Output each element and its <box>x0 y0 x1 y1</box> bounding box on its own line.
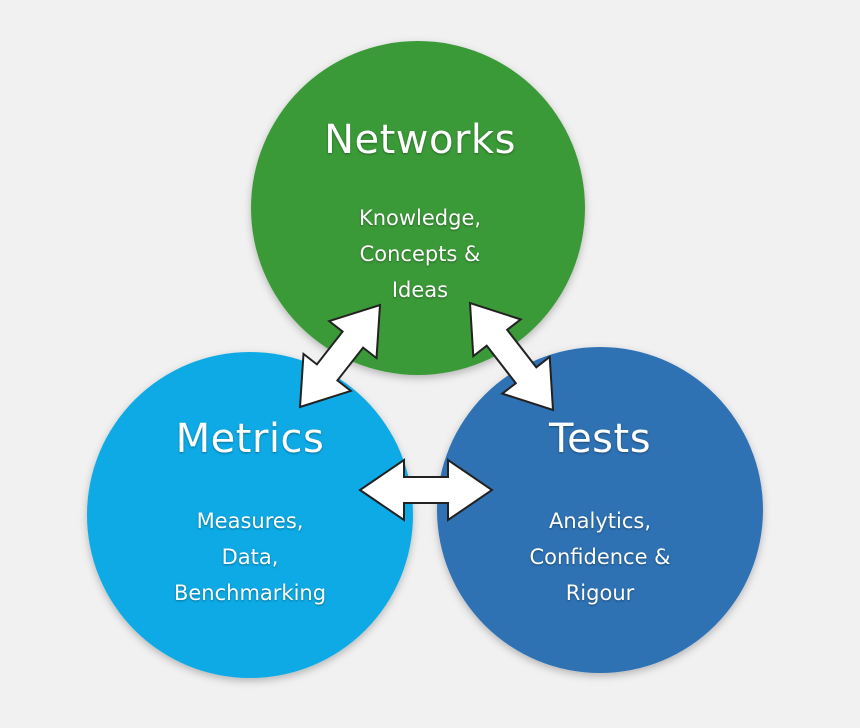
metrics-circle <box>87 352 413 678</box>
networks-label-group: Networks Knowledge, Concepts & Ideas <box>250 116 590 308</box>
tests-title: Tests <box>548 416 652 462</box>
tests-circle <box>437 347 763 673</box>
networks-metrics-arrow <box>298 303 382 409</box>
tests-line-3: Rigour <box>565 581 635 605</box>
networks-line-3: Ideas <box>391 278 449 302</box>
networks-tests-arrow <box>468 301 555 412</box>
tests-line-1: Analytics, <box>548 509 652 533</box>
metrics-line-3: Benchmarking <box>173 581 327 605</box>
tests-label-group: Tests Analytics, Confidence & Rigour <box>430 415 770 611</box>
metrics-label-group: Metrics Measures, Data, Benchmarking <box>80 415 420 611</box>
networks-line-1: Knowledge, <box>358 206 482 230</box>
networks-circle <box>251 41 585 375</box>
metrics-tests-arrow <box>358 458 494 522</box>
metrics-line-1: Measures, <box>196 509 304 533</box>
metrics-line-2: Data, <box>221 545 279 569</box>
metrics-title: Metrics <box>175 416 325 462</box>
networks-title: Networks <box>324 117 516 163</box>
tests-line-2: Confidence & <box>529 545 671 569</box>
networks-line-2: Concepts & <box>359 242 481 266</box>
